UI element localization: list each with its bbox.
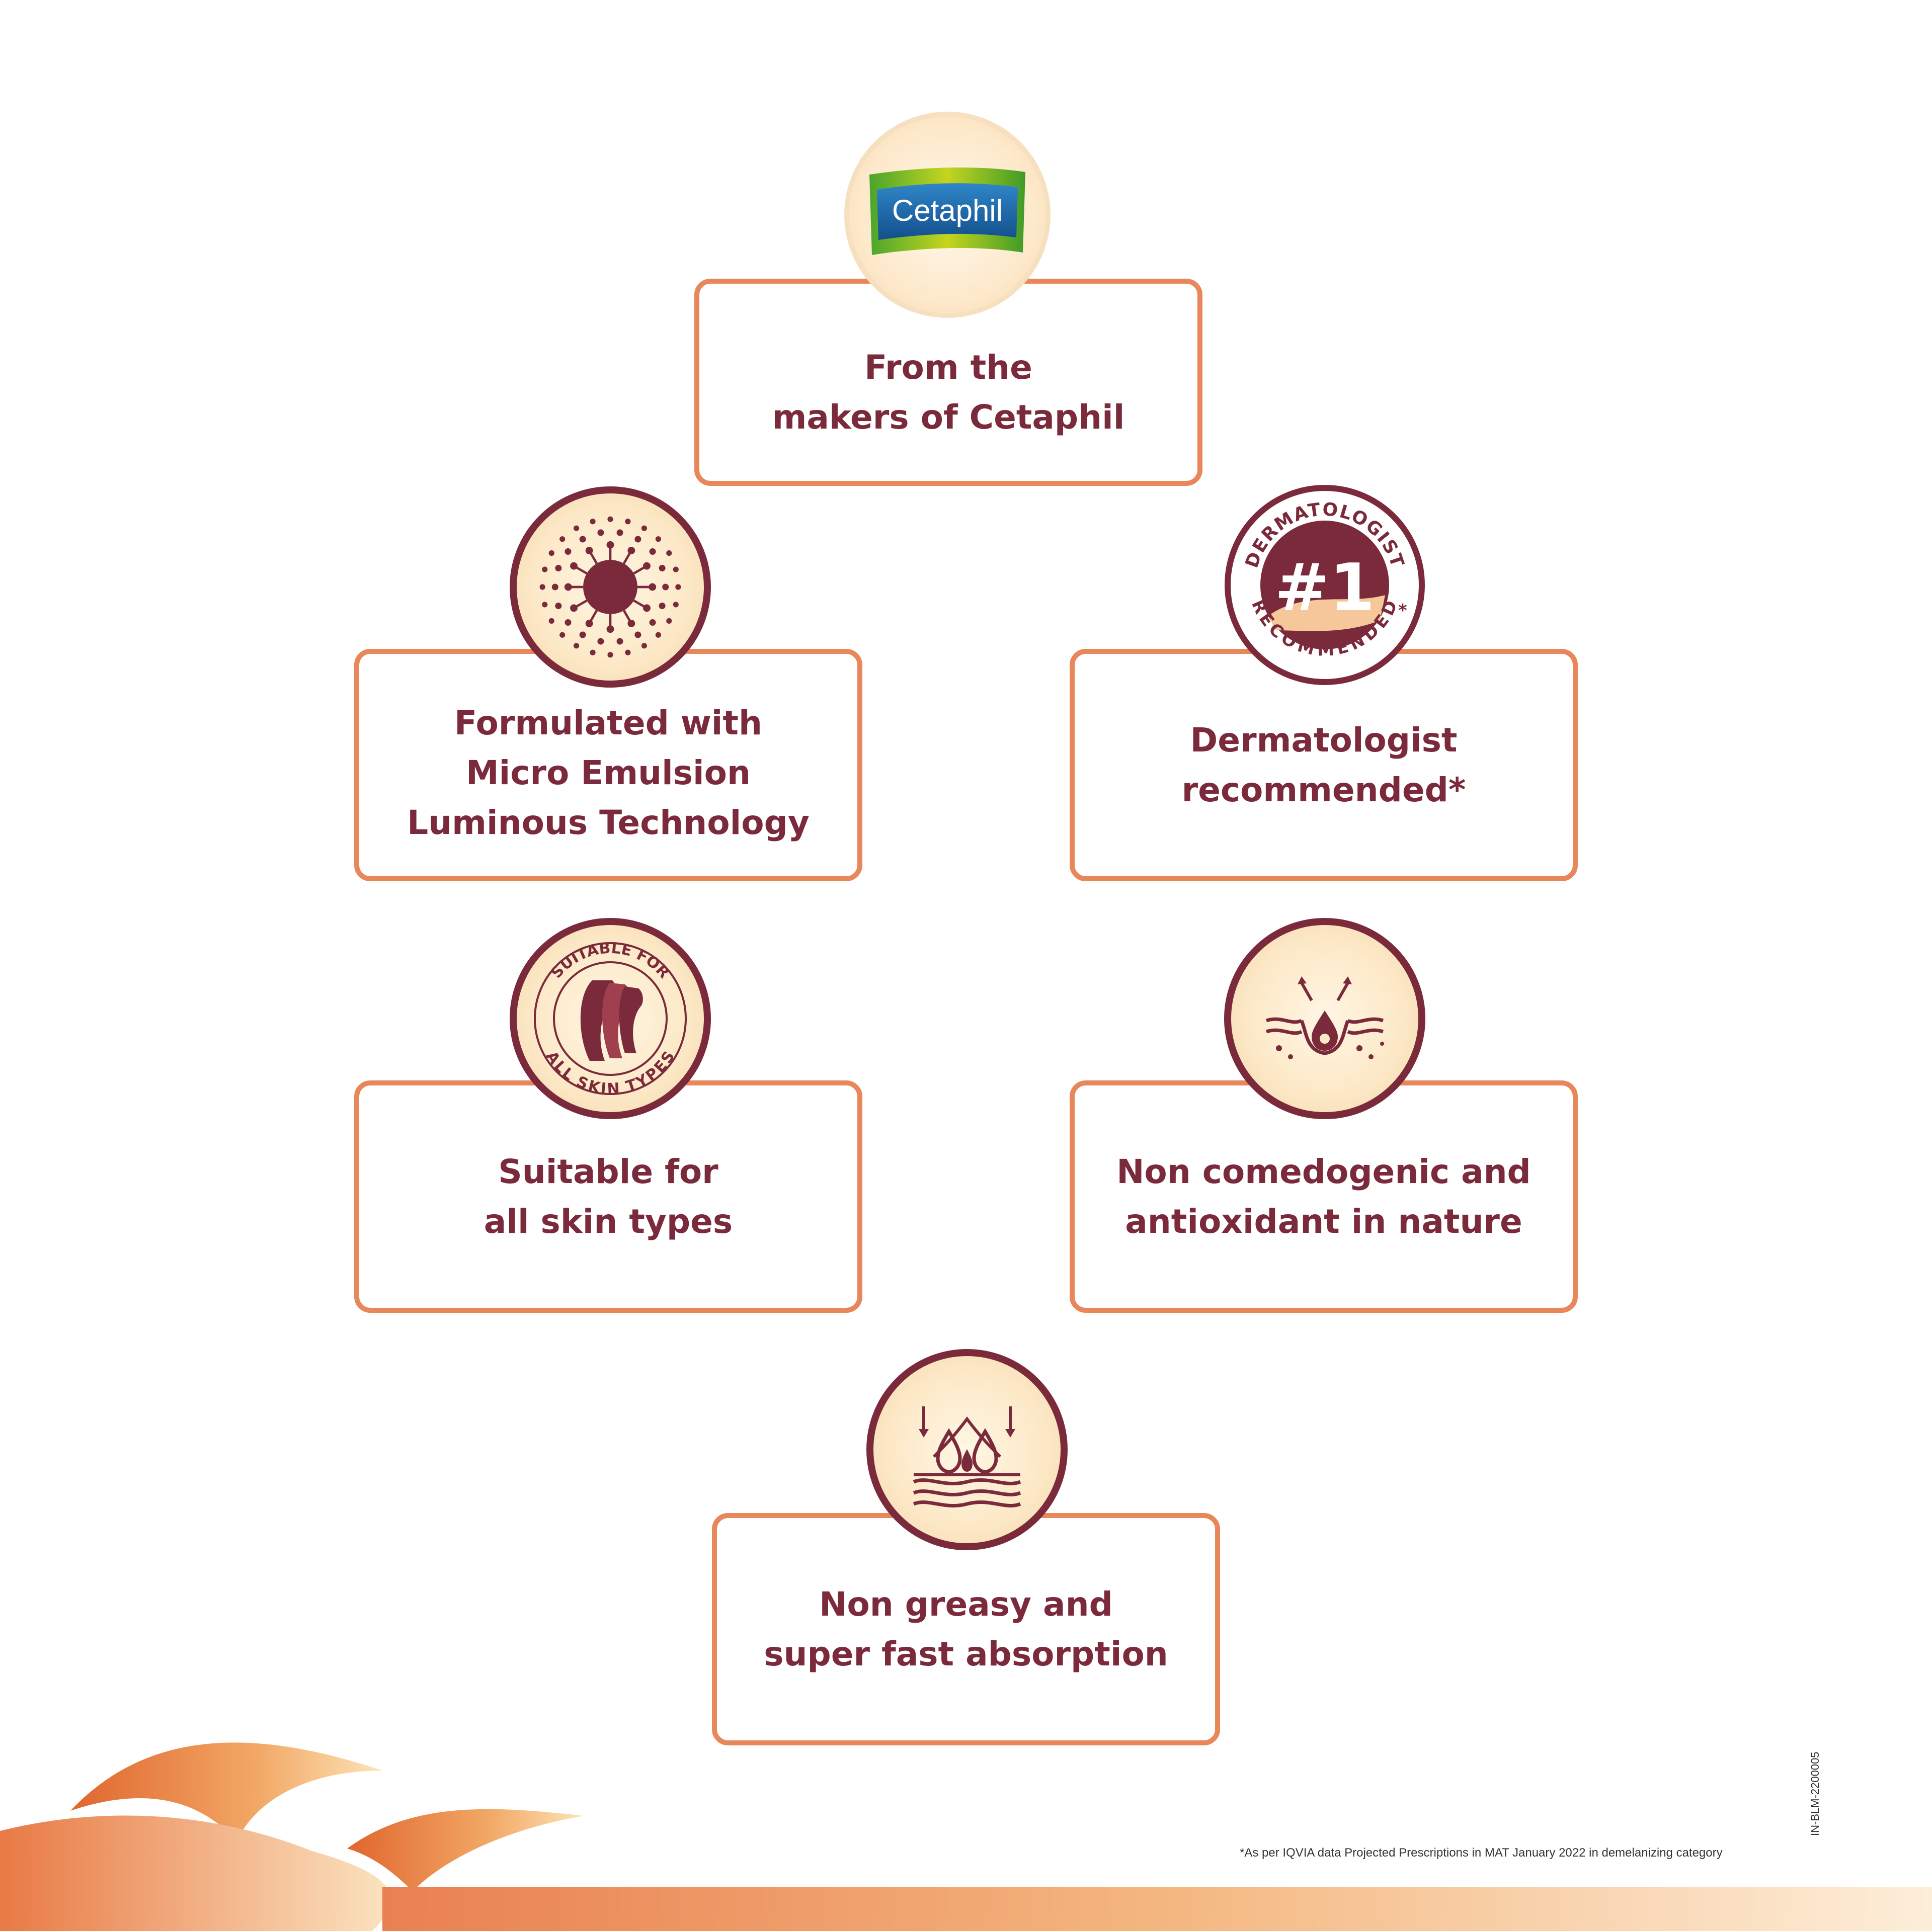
feature-card-non-comedogenic: Non comedogenic and antioxidant in natur… [1070, 1080, 1578, 1313]
absorption-icon [866, 1349, 1068, 1550]
feature-card-dermatologist: Dermatologist recommended* [1070, 649, 1578, 881]
feature-text-micro-emulsion: Formulated with Micro Emulsion Luminous … [407, 703, 810, 842]
product-code: IN-BLM-2200005 [1809, 1751, 1821, 1836]
svg-text:#1: #1 [1274, 549, 1375, 626]
feature-text-skin-types: Suitable for all skin types [484, 1152, 733, 1241]
svg-text:SUITABLE FOR: SUITABLE FOR [548, 940, 673, 982]
svg-text:*: * [1398, 601, 1407, 621]
feature-card-micro-emulsion: Formulated with Micro Emulsion Luminous … [354, 649, 862, 881]
svg-text:Cetaphil: Cetaphil [892, 194, 1003, 227]
feature-text-makers: From the makers of Cetaphil [772, 348, 1125, 437]
cetaphil-logo-badge: Cetaphil [849, 117, 1045, 313]
dermatologist-recommended-icon: DERMATOLOGIST RECOMMENDED * #1 [1224, 484, 1425, 686]
feature-text-dermatologist: Dermatologist recommended* [1181, 721, 1466, 809]
cetaphil-logo: Cetaphil [869, 167, 1025, 255]
all-skin-types-icon: SUITABLE FOR ALL SKIN TYPES [510, 918, 711, 1119]
feature-text-non-comedogenic: Non comedogenic and antioxidant in natur… [1116, 1152, 1531, 1241]
feature-text-non-greasy: Non greasy and super fast absorption [764, 1585, 1168, 1673]
pore-drop-icon [1224, 918, 1425, 1119]
feature-card-non-greasy: Non greasy and super fast absorption [712, 1513, 1220, 1745]
footnote: *As per IQVIA data Projected Prescriptio… [1240, 1846, 1723, 1860]
micro-emulsion-icon [510, 486, 711, 688]
feature-card-skin-types: Suitable for all skin types [354, 1080, 862, 1313]
